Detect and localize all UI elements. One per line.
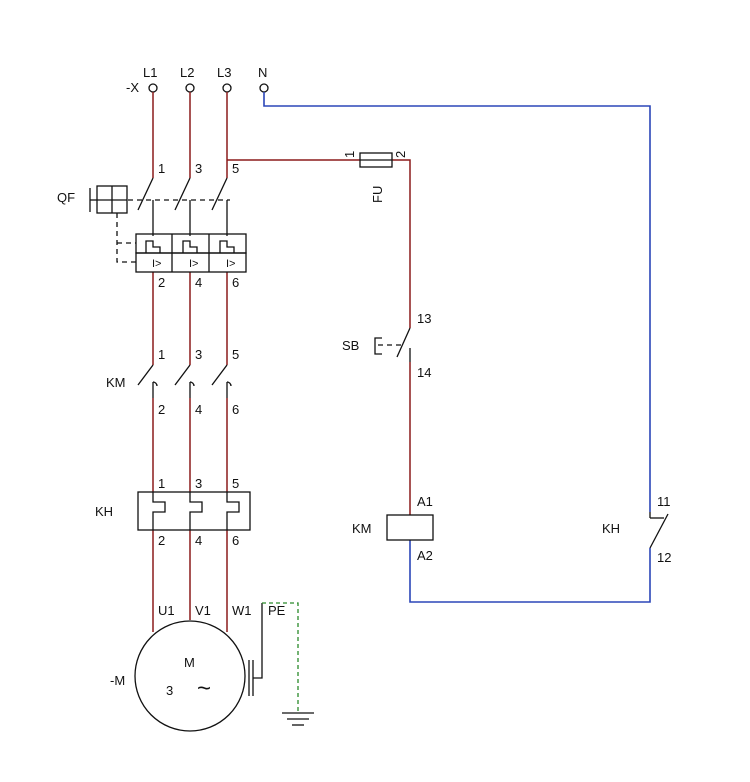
coil-body	[386, 514, 434, 541]
control-wires	[227, 92, 651, 603]
overload-relay-kh: KH 1 3 5 2 4 6	[95, 476, 251, 548]
kh-bottom-terminal-4: 4	[195, 533, 202, 548]
terminal-prefix-label: -X	[126, 80, 139, 95]
fuse-terminal-2: 2	[393, 151, 408, 158]
km-contact-3	[211, 364, 228, 386]
qf-trip-mark-3: I>	[226, 258, 235, 270]
qf-blade-3	[211, 177, 228, 211]
qf-blade-2	[174, 177, 191, 211]
kh-contact-terminal-12: 12	[657, 550, 671, 565]
neutral-label: N	[258, 65, 267, 80]
motor-m: U1 V1 W1 -M M 3 ~ PE	[110, 603, 286, 732]
breaker-qf: QF 1 3 5 I> I> I> 2	[57, 161, 247, 290]
ground-icon	[282, 712, 314, 726]
motor-symbol: M	[184, 655, 195, 670]
km-top-terminal-1: 1	[158, 347, 165, 362]
fuse-fu: 1 2 FU	[342, 151, 408, 203]
fuse-terminal-1: 1	[342, 151, 357, 158]
coil-terminal-a2: A2	[417, 548, 433, 563]
qf-top-terminal-1: 1	[158, 161, 165, 176]
kh-heater-3	[226, 492, 240, 530]
km-contact-1	[137, 364, 154, 386]
sb-button-icon	[374, 337, 382, 355]
kh-top-terminal-5: 5	[232, 476, 239, 491]
terminal-n	[259, 83, 269, 93]
kh-nc-contact	[649, 513, 669, 549]
qf-bottom-terminal-4: 4	[195, 275, 202, 290]
kh-top-terminal-3: 3	[195, 476, 202, 491]
kh-main-label: KH	[95, 504, 113, 519]
kh-contact-terminal-11: 11	[657, 494, 671, 509]
phase-l1-label: L1	[143, 65, 157, 80]
qf-blade-1	[137, 177, 154, 211]
km-top-terminal-5: 5	[232, 347, 239, 362]
motor-frame-bracket	[248, 660, 254, 696]
coil-terminal-a1: A1	[417, 494, 433, 509]
pe-wire	[262, 602, 299, 712]
motor-terminal-w1: W1	[232, 603, 252, 618]
qf-bottom-terminal-6: 6	[232, 275, 239, 290]
pushbutton-sb: 13 SB 14	[342, 311, 431, 380]
qf-operator-icon	[89, 185, 128, 214]
motor-terminal-u1: U1	[158, 603, 175, 618]
terminal-l2	[185, 83, 195, 93]
sb-terminal-14: 14	[417, 365, 431, 380]
qf-bottom-terminal-2: 2	[158, 275, 165, 290]
terminal-l3	[222, 83, 232, 93]
motor-circle	[134, 620, 246, 732]
kh-heater-1	[152, 492, 166, 530]
qf-magnetic-block	[135, 252, 247, 273]
km-bottom-terminal-6: 6	[232, 402, 239, 417]
qf-trip-mark-2: I>	[189, 258, 198, 270]
supply-terminals: -X L1 L2 L3 N	[126, 65, 269, 95]
power-wires	[152, 92, 228, 632]
qf-thermal-element-3	[219, 240, 235, 253]
kh-contact-label: KH	[602, 521, 620, 536]
km-main-label: KM	[106, 375, 126, 390]
wire-coil-return	[409, 540, 651, 603]
overload-relay-kh-contact: 11 KH 12	[602, 494, 671, 565]
kh-housing	[137, 491, 251, 531]
km-bottom-terminal-4: 4	[195, 402, 202, 417]
km-top-terminal-3: 3	[195, 347, 202, 362]
qf-trip-mark-1: I>	[152, 258, 161, 270]
breaker-label: QF	[57, 190, 75, 205]
coil-label: KM	[352, 521, 372, 536]
protective-earth	[262, 602, 314, 726]
motor-pe-label: PE	[268, 603, 286, 618]
phase-l2-label: L2	[180, 65, 194, 80]
motor-label: -M	[110, 673, 125, 688]
fuse-label: FU	[370, 186, 385, 203]
kh-heater-2	[189, 492, 203, 530]
motor-ac-symbol: ~	[197, 675, 211, 702]
contactor-km-coil: A1 KM A2	[352, 494, 434, 563]
km-bottom-terminal-2: 2	[158, 402, 165, 417]
qf-trip-link	[116, 213, 136, 263]
wire-neutral	[263, 92, 651, 512]
sb-terminal-13: 13	[417, 311, 431, 326]
km-contact-2	[174, 364, 191, 386]
wire-fuse-to-sb	[392, 159, 411, 328]
motor-phase-count: 3	[166, 683, 173, 698]
kh-top-terminal-1: 1	[158, 476, 165, 491]
motor-terminal-v1: V1	[195, 603, 211, 618]
contactor-km-main: KM 1 3 5 2 4 6	[106, 347, 239, 417]
sb-label: SB	[342, 338, 359, 353]
terminal-l1	[148, 83, 158, 93]
phase-l3-label: L3	[217, 65, 231, 80]
kh-bottom-terminal-6: 6	[232, 533, 239, 548]
qf-top-terminal-3: 3	[195, 161, 202, 176]
qf-thermal-element-1	[145, 240, 161, 253]
kh-bottom-terminal-2: 2	[158, 533, 165, 548]
motor-earth-link	[253, 603, 263, 679]
qf-top-terminal-5: 5	[232, 161, 239, 176]
sb-contact	[396, 327, 411, 358]
qf-thermal-element-2	[182, 240, 198, 253]
